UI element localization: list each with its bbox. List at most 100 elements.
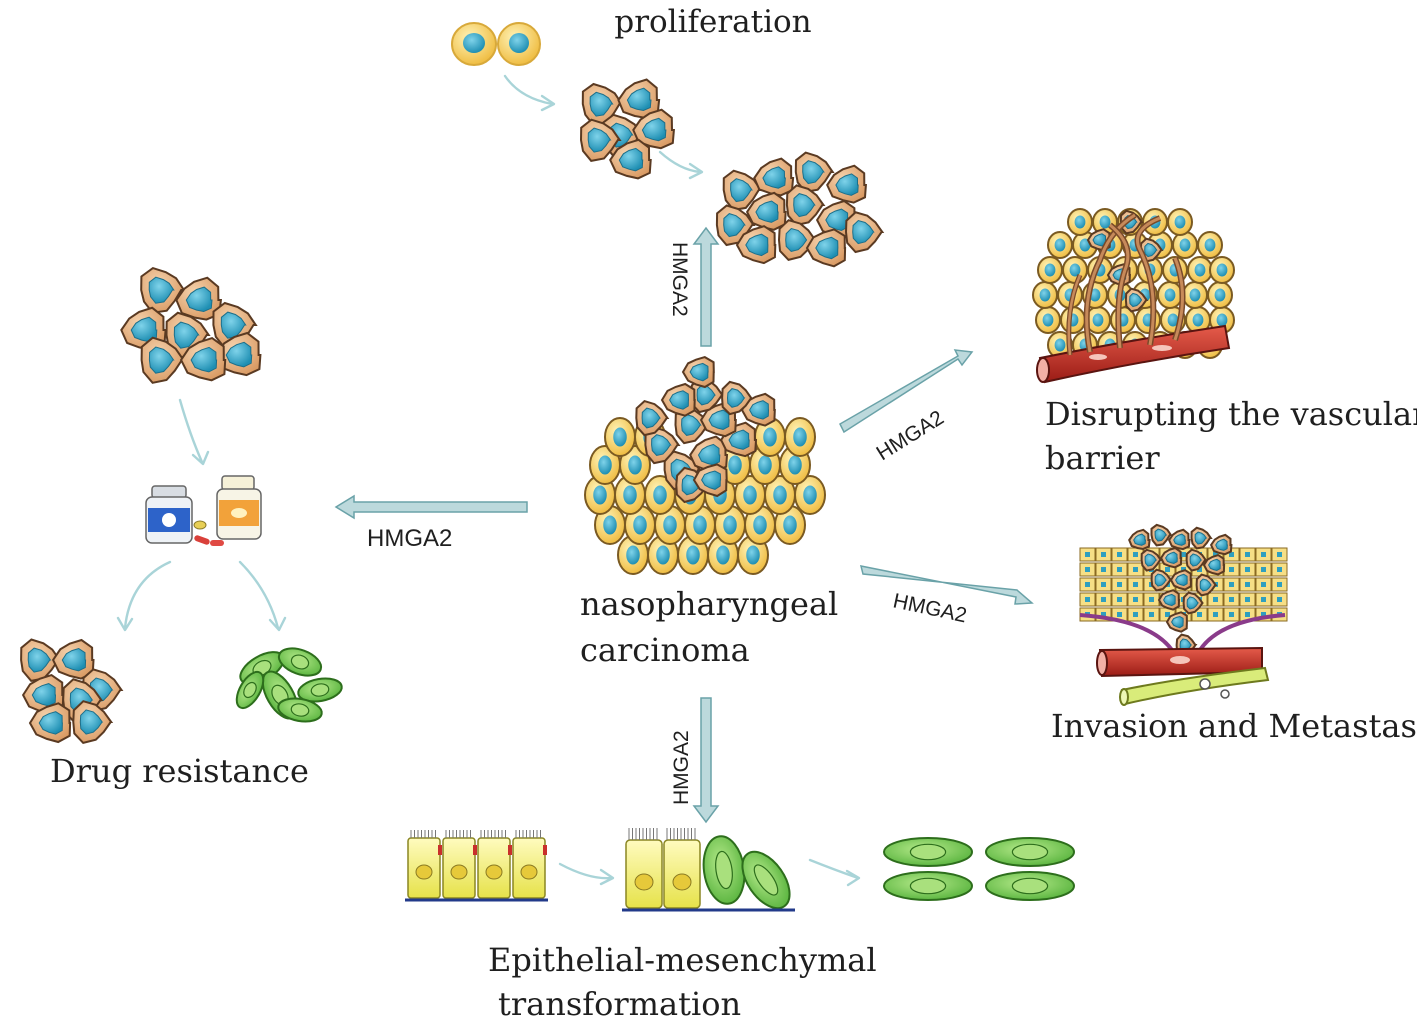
- cell-cluster-small: [579, 78, 675, 180]
- drug-arrow-right: [238, 560, 287, 632]
- drug-arrow-down: [178, 398, 210, 466]
- tissue-cell: [1079, 547, 1096, 562]
- tumor-cell: [794, 151, 835, 193]
- emt-panel: Epithelial-mesenchymal transformation: [405, 828, 1075, 1023]
- single-cell-pair: [451, 22, 541, 66]
- mesenchymal-cell: [883, 837, 973, 867]
- mesenchymal-cell: [277, 697, 323, 723]
- emt-label-line2: transformation: [498, 985, 741, 1023]
- tumor-cell: [753, 157, 795, 197]
- tissue-cell: [1255, 577, 1272, 592]
- tissue-cell: [1271, 562, 1288, 577]
- tissue-cell: [1255, 592, 1272, 607]
- yellow-cell: [1035, 306, 1061, 334]
- tumor-cell: [1195, 573, 1218, 597]
- yellow-cell: [784, 417, 816, 457]
- mesenchymal-cell: [883, 871, 973, 901]
- arrow-lower-right: HMGA2: [859, 565, 1034, 627]
- arrow-up: HMGA2: [668, 226, 720, 347]
- tissue-cell: [1111, 592, 1128, 607]
- epithelial-cell: [442, 830, 477, 899]
- tumor-cell: [1190, 526, 1213, 550]
- tumor-cell: [581, 82, 624, 126]
- arrow-upper-right: HMGA2: [839, 349, 974, 465]
- tissue-cell: [1111, 547, 1128, 562]
- tissue-cell: [1239, 577, 1256, 592]
- yellow-cell: [1037, 256, 1063, 284]
- tissue-cell: [1143, 607, 1160, 622]
- tumor-cell: [72, 700, 114, 745]
- arrow-up-label: HMGA2: [668, 242, 691, 317]
- tumor-cell: [1165, 611, 1188, 633]
- tissue-cell: [1207, 592, 1224, 607]
- center-label-line1: nasopharyngeal: [580, 585, 838, 623]
- yellow-cell: [1032, 281, 1058, 309]
- tumor-cell: [740, 392, 776, 427]
- yellow-cell: [619, 445, 651, 485]
- tumor-cell: [120, 306, 167, 351]
- tumor-cell: [609, 138, 652, 180]
- tumor-cell: [579, 118, 622, 162]
- tissue-cell: [1079, 562, 1096, 577]
- tumor-cell: [140, 336, 186, 384]
- arrow-left-label: HMGA2: [367, 525, 452, 552]
- tumor-cell: [1157, 589, 1181, 611]
- invasion-panel: Invasion and Metastasis: [1051, 523, 1417, 745]
- tissue-cell: [1095, 547, 1112, 562]
- tumor-cell: [690, 376, 725, 414]
- arrow-lower-right-label: HMGA2: [891, 589, 969, 627]
- arrow-left: HMGA2: [334, 494, 528, 552]
- tissue-cell: [1239, 592, 1256, 607]
- invasion-label: Invasion and Metastasis: [1051, 707, 1417, 745]
- drug-arrow-left: [116, 560, 172, 632]
- tissue-cell: [1255, 562, 1272, 577]
- blood-vessel-upper: [1036, 324, 1231, 384]
- tissue-cell: [1239, 562, 1256, 577]
- blood-vessel-lower: [1096, 646, 1263, 678]
- tumor-cell: [745, 191, 787, 231]
- yellow-cell: [604, 417, 636, 457]
- drug-resistance-panel: Drug resistance: [20, 266, 343, 790]
- tumor-cell: [1185, 548, 1208, 572]
- proliferation-label: proliferation: [614, 4, 811, 40]
- yellow-cell: [1182, 281, 1208, 309]
- tumor-cell: [179, 336, 227, 382]
- tissue-cell: [1223, 562, 1240, 577]
- tumor-cell: [635, 399, 670, 437]
- vascular-label-line1: Disrupting the vascular: [1045, 395, 1417, 433]
- tumor-cell: [1167, 528, 1191, 551]
- tumor-cell: [1124, 287, 1149, 313]
- epithelial-cell: [407, 830, 442, 899]
- tumor-cell: [660, 382, 696, 417]
- tumor-cell: [1150, 523, 1173, 547]
- mesenchymal-cell: [985, 871, 1075, 901]
- tumor-cell: [826, 164, 867, 204]
- emt-arrow-2: [808, 858, 861, 887]
- yellow-cell: [1067, 208, 1093, 236]
- mesenchymal-cells: [883, 837, 1075, 901]
- tissue-cell: [1127, 562, 1144, 577]
- yellow-cell: [707, 535, 739, 575]
- tumor-cell: [1182, 591, 1204, 615]
- drug-resistance-label: Drug resistance: [50, 752, 309, 790]
- yellow-cell: [644, 475, 676, 515]
- tumor-cell: [1159, 546, 1183, 569]
- tumor-cell: [777, 219, 818, 262]
- tissue-cell: [1095, 577, 1112, 592]
- tumor-cell: [1209, 533, 1233, 556]
- drug-cluster-top: [120, 266, 262, 384]
- tumor-cell: [844, 211, 885, 254]
- epithelial-cells: [405, 830, 548, 902]
- emt-label-line1: Epithelial-mesenchymal: [488, 941, 877, 979]
- yellow-cell: [1187, 256, 1213, 284]
- tissue-cell: [1111, 562, 1128, 577]
- tumor-cell: [722, 169, 763, 211]
- center-tumor: [584, 356, 826, 575]
- tumor-cell: [1128, 528, 1151, 551]
- tumor-cell: [644, 426, 681, 465]
- arrow-down: HMGA2: [670, 697, 720, 824]
- tumor-cell: [20, 638, 62, 682]
- yellow-cell: [1047, 331, 1073, 359]
- mesenchymal-cell: [297, 677, 343, 703]
- tumor-cell: [51, 638, 95, 680]
